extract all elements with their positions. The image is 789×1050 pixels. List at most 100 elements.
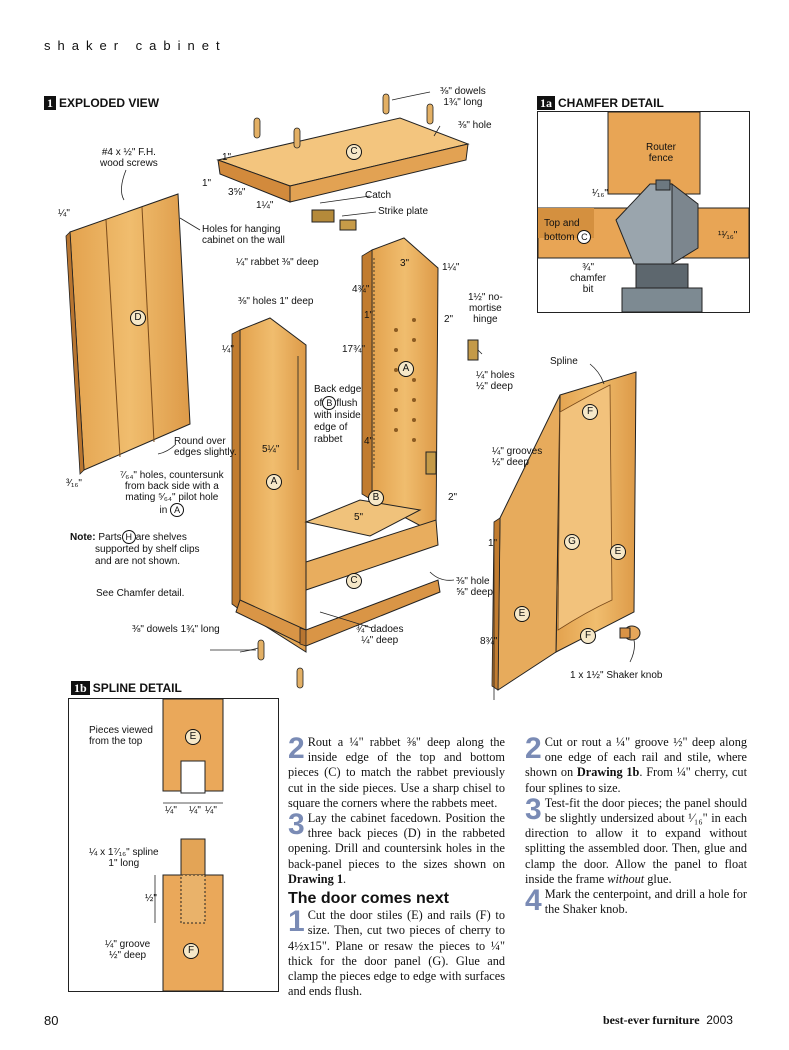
part-f-spline-marker: F — [183, 943, 199, 959]
chamfer-illustration — [538, 112, 749, 312]
dim-4in: 4" — [364, 436, 374, 447]
dim-1-1-4-a: 1¼" — [256, 200, 274, 211]
label-hole-top: ⅜" hole — [458, 120, 492, 131]
side-piece-a-right — [361, 237, 439, 535]
dim-quarter-1: ¼" — [165, 805, 177, 816]
dim-half: ½" — [145, 893, 157, 904]
part-h-marker: H — [121, 530, 136, 544]
page-number: 80 — [44, 1013, 59, 1028]
section-label-chamfer: 1a CHAMFER DETAIL — [537, 96, 664, 110]
running-header: shaker cabinet — [44, 38, 227, 53]
dim-17-3-4: 17¾" — [342, 344, 366, 355]
dowels-top — [253, 93, 434, 149]
label-pilot-holes: ⁷⁄₆₄" holes, countersunk from back side … — [120, 470, 224, 517]
dim-1in-d: 1" — [488, 538, 498, 549]
label-rabbet: ¼" rabbet ⅜" deep — [236, 257, 319, 268]
part-a-marker: A — [170, 503, 185, 517]
part-e-right-marker: E — [610, 544, 626, 560]
section-title: EXPLODED VIEW — [59, 96, 160, 110]
dim-3-5-8: 3⅝" — [228, 187, 246, 198]
section-number: 1b — [71, 681, 90, 695]
hinge-top — [467, 339, 479, 361]
door-heading: The door comes next — [288, 890, 449, 908]
part-b-shelf-marker: B — [368, 490, 384, 506]
part-e-spline-marker: E — [185, 729, 201, 745]
back-panel-d — [65, 193, 191, 475]
dim-2in-a: 2" — [444, 314, 454, 325]
dim-1in-a: 1" — [222, 152, 232, 163]
dim-11-16: ¹¹⁄₁₆" — [718, 230, 738, 241]
part-b-marker: B — [322, 396, 337, 410]
label-knob: 1 x 1½" Shaker knob — [570, 670, 663, 681]
dim-3in: 3" — [400, 258, 410, 269]
dim-quarter-3: ¼" — [205, 805, 217, 816]
dim-3-16: ³⁄₁₆" — [66, 478, 82, 489]
dim-4-3-4: 4¾" — [352, 284, 370, 295]
section-number: 1 — [44, 96, 56, 110]
dim-5-1-4: 5¼" — [262, 444, 280, 455]
strike-plate — [339, 219, 357, 231]
dim-2in-b: 2" — [448, 492, 458, 503]
label-dowels-bottom: ⅜" dowels 1¾" long — [132, 624, 220, 635]
dim-1-4-b: ¼" — [222, 344, 234, 355]
label-strike-plate: Strike plate — [378, 206, 429, 217]
spline-illustration — [154, 699, 224, 991]
dim-1in-b: 1" — [202, 178, 212, 189]
door-assembly — [491, 371, 641, 691]
dim-5in: 5" — [354, 512, 364, 523]
part-c-bottom-marker: C — [346, 573, 362, 589]
part-d-marker: D — [130, 310, 146, 326]
part-f-top-marker: F — [582, 404, 598, 420]
dim-1-16: ¹⁄₁₆" — [592, 188, 608, 199]
part-c-chamfer-marker: C — [577, 230, 592, 244]
shelf-b — [304, 499, 422, 537]
footer-brand: best-ever furniture 2003 — [603, 1013, 733, 1027]
section-title: SPLINE DETAIL — [92, 681, 182, 695]
part-c-top-marker: C — [346, 144, 362, 160]
dim-1-4-a: ¼" — [58, 208, 70, 219]
label-spline: Spline — [550, 356, 578, 367]
dim-quarter-2: ¼" — [189, 805, 201, 816]
part-f-bottom-marker: F — [580, 628, 596, 644]
dim-1in-c: 1" — [364, 310, 374, 321]
section-number: 1a — [537, 96, 555, 110]
part-a-left-marker: A — [266, 474, 282, 490]
hinge-bottom — [425, 451, 437, 475]
dowels-bottom — [257, 639, 304, 689]
dim-8-3-4: 8¾" — [480, 636, 498, 647]
part-e-left-marker: E — [514, 606, 530, 622]
label-holes-1-deep: ⅜" holes 1" deep — [238, 296, 314, 307]
part-g-marker: G — [564, 534, 580, 550]
top-piece-c — [216, 117, 470, 203]
section-label-exploded: 1 EXPLODED VIEW — [44, 96, 159, 110]
section-title: CHAMFER DETAIL — [558, 96, 664, 110]
label-catch: Catch — [365, 190, 392, 201]
label-see-chamfer: See Chamfer detail. — [96, 588, 185, 599]
label-screws: #4 x ½" F.H.wood screws — [100, 147, 158, 169]
section-label-spline: 1b SPLINE DETAIL — [71, 681, 182, 695]
